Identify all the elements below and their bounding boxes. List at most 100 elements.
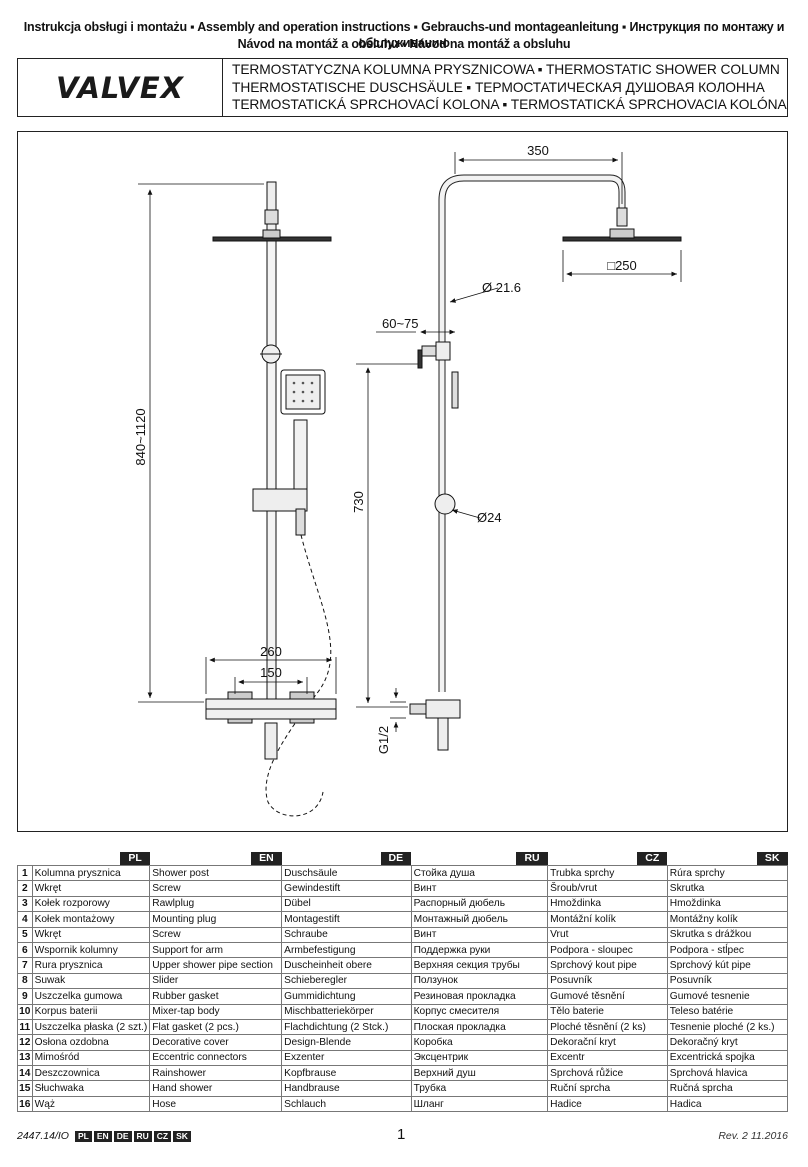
part-name-sk: Sprchová hlavica	[666, 1065, 789, 1082]
part-number: 14	[17, 1065, 33, 1082]
part-name-de: Armbefestigung	[281, 941, 412, 959]
part-name-de: Gewindestift	[281, 880, 412, 897]
part-name-pl: Wkręt	[31, 880, 151, 897]
part-number: 3	[17, 895, 33, 913]
part-name-de: Kopfbrause	[281, 1065, 412, 1082]
footer-language-tag: CZ	[153, 1131, 172, 1142]
part-number: 8	[17, 972, 33, 990]
front-dimensions	[138, 183, 337, 703]
part-name-sk: Dekoračný kryt	[666, 1034, 789, 1051]
dim-thread: G1/2	[376, 726, 391, 754]
language-header-cell: CZ	[548, 851, 668, 866]
part-name-ru: Винт	[410, 926, 549, 943]
part-name-pl: Kolumna prysznica	[31, 864, 151, 882]
part-number: 4	[17, 911, 33, 928]
side-dimensions	[356, 152, 682, 732]
part-name-pl: Mimośród	[31, 1049, 151, 1067]
header-languages-line: Instrukcja obsługi i montażu ▪ Assembly …	[23, 20, 785, 50]
product-title-line-1: TERMOSTATYCZNA KOLUMNA PRYSZNICOWA ▪ THE…	[232, 62, 780, 77]
product-title-line-2: THERMOSTATISCHE DUSCHSÄULE ▪ ТЕРМОСТАТИЧ…	[232, 79, 765, 95]
part-name-sk: Tesnenie ploché (2 ks.)	[666, 1018, 789, 1036]
footer-language-tag: RU	[133, 1131, 152, 1142]
footer-language-tag: SK	[173, 1131, 191, 1142]
part-name-pl: Wspornik kolumny	[31, 941, 151, 959]
front-view	[205, 181, 337, 817]
part-name-ru: Ползунок	[410, 972, 549, 990]
language-tag: SK	[756, 851, 788, 865]
technical-drawing-svg: 840~1120 260 150	[133, 143, 682, 817]
part-name-ru: Шланг	[410, 1095, 549, 1113]
part-name-en: Mixer-tap body	[149, 1003, 283, 1020]
part-name-ru: Трубка	[410, 1080, 549, 1097]
part-number: 10	[17, 1003, 33, 1020]
part-name-cz: Ploché těsnění (2 ks)	[547, 1018, 668, 1036]
part-name-de: Handbrause	[281, 1080, 412, 1097]
language-tag: DE	[380, 851, 412, 865]
part-name-pl: Osłona ozdobna	[31, 1034, 151, 1051]
part-name-sk: Gumové tesnenie	[666, 988, 789, 1005]
part-name-cz: Hmoždinka	[547, 895, 668, 913]
dim-head-size: □250	[607, 258, 637, 273]
part-name-sk: Montážny kolík	[666, 911, 789, 928]
part-number: 15	[17, 1080, 33, 1097]
part-name-sk: Hmoždinka	[666, 895, 789, 913]
language-tag: RU	[516, 851, 548, 865]
part-name-de: Schraube	[281, 926, 412, 943]
part-name-en: Screw	[149, 880, 283, 897]
part-name-cz: Tělo baterie	[547, 1003, 668, 1020]
brand-logo: VALVEX	[18, 59, 223, 116]
part-name-pl: Korpus baterii	[31, 1003, 151, 1020]
part-name-ru: Коробка	[410, 1034, 549, 1051]
title-box: VALVEX TERMOSTATYCZNA KOLUMNA PRYSZNICOW…	[17, 58, 788, 117]
part-name-en: Decorative cover	[149, 1034, 283, 1051]
part-name-en: Slider	[149, 972, 283, 990]
part-name-cz: Šroub/vrut	[547, 880, 668, 897]
part-name-ru: Поддержка руки	[410, 941, 549, 959]
part-name-en: Hose	[149, 1095, 283, 1113]
part-name-en: Rawlplug	[149, 895, 283, 913]
part-number: 11	[17, 1018, 33, 1036]
part-name-en: Flat gasket (2 pcs.)	[149, 1018, 283, 1036]
part-name-ru: Стойка душа	[410, 864, 549, 882]
part-name-en: Screw	[149, 926, 283, 943]
part-name-ru: Резиновая прокладка	[410, 988, 549, 1005]
brand-logo-text: VALVEX	[55, 70, 185, 105]
revision-label: Rev. 2 11.2016	[718, 1130, 788, 1142]
part-name-pl: Wkręt	[31, 926, 151, 943]
part-name-de: Schieberegler	[281, 972, 412, 990]
part-number: 6	[17, 941, 33, 959]
part-name-pl: Deszczownica	[31, 1065, 151, 1082]
part-name-de: Gummidichtung	[281, 988, 412, 1005]
footer-language-tag: DE	[113, 1131, 132, 1142]
part-name-pl: Uszczelka gumowa	[31, 988, 151, 1005]
dim-height-range: 840~1120	[133, 408, 148, 465]
dim-width-connect: 150	[260, 665, 282, 680]
part-name-ru: Корпус смесителя	[410, 1003, 549, 1020]
part-number: 5	[17, 926, 33, 943]
part-name-sk: Rúra sprchy	[666, 864, 789, 882]
product-title: TERMOSTATYCZNA KOLUMNA PRYSZNICOWA ▪ THE…	[232, 61, 787, 114]
part-name-de: Duschsäule	[281, 864, 412, 882]
dim-width-total: 260	[260, 644, 282, 659]
part-name-en: Support for arm	[149, 941, 283, 959]
part-name-ru: Эксцентрик	[410, 1049, 549, 1067]
part-name-cz: Dekorační kryt	[547, 1034, 668, 1051]
part-name-sk: Podpora - stĺpec	[666, 941, 789, 959]
part-name-de: Dübel	[281, 895, 412, 913]
part-name-cz: Trubka sprchy	[547, 864, 668, 882]
language-header-cell: SK	[667, 851, 788, 866]
part-name-cz: Sprchová růžice	[547, 1065, 668, 1082]
part-name-en: Rubber gasket	[149, 988, 283, 1005]
part-name-cz: Hadice	[547, 1095, 668, 1113]
part-name-en: Shower post	[149, 864, 283, 882]
part-name-de: Duscheinheit obere	[281, 957, 412, 974]
